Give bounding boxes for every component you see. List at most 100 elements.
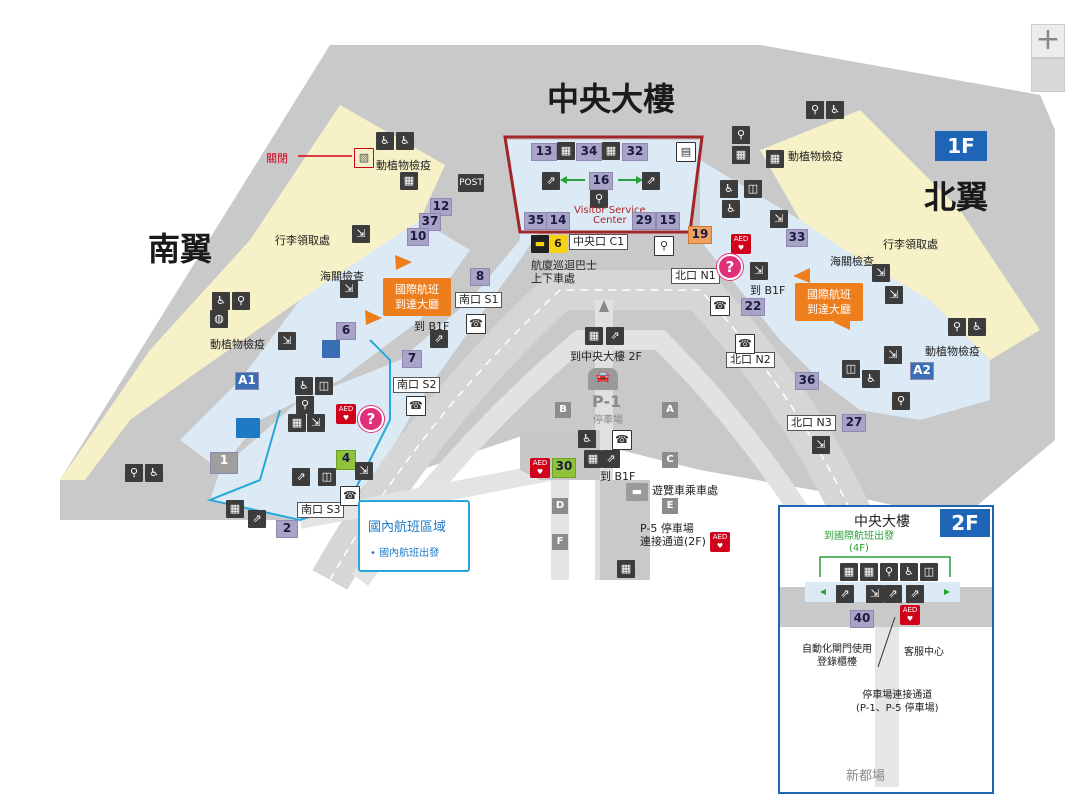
baggage-icon-north: ⇲ <box>770 210 788 228</box>
car-icon: 🚘 <box>588 368 618 390</box>
customs-icon: ⇲ <box>340 280 358 298</box>
restroom-icon-2: ⚲ <box>296 396 314 414</box>
baggage-icon: ⇲ <box>352 225 370 243</box>
accessible-icon-2: ♿ <box>295 377 313 395</box>
gate-6: 6 <box>336 322 356 340</box>
floor-2f-badge: 2F <box>940 509 990 537</box>
p1-label: P-1 <box>592 392 622 411</box>
inset-restroom-icon: ⚲ <box>880 563 898 581</box>
info-help-icon-north[interactable]: ? <box>717 254 743 280</box>
baggage-icon-north-2: ⇲ <box>872 264 890 282</box>
customer-service-center: 客服中心 <box>904 647 944 658</box>
aed-icon-p1: AED♥ <box>530 458 550 478</box>
restroom-icon-south: ⚲ <box>232 292 250 310</box>
p5-link-label: P-5 停車場 連接通道(2F) <box>640 522 706 548</box>
locker-icon: ▦ <box>400 172 418 190</box>
inset-elevator-icon: ◫ <box>920 563 938 581</box>
locker-icon-3: ▦ <box>226 500 244 518</box>
accessible-icon-north-5: ♿ <box>862 370 880 388</box>
to-b1f-central: 到 B1F <box>600 470 636 483</box>
restroom-icon-north-2: ⚲ <box>732 126 750 144</box>
accessible-icon-north-2: ♿ <box>720 180 738 198</box>
gate-14: 14 <box>546 212 570 230</box>
north-intl-arrival-hall: 國際航班 到達大廳 <box>795 283 863 321</box>
south-animal-quarantine-bottom: 動植物檢疫 <box>210 338 265 351</box>
locker-icon-p5: ▦ <box>617 560 635 578</box>
nursery-icon: ◍ <box>210 310 228 328</box>
central-building-title: 中央大樓 <box>547 80 676 118</box>
inset-escalator-icon-2: ⇗ <box>884 585 902 603</box>
zoom-in-button[interactable]: + <box>1031 24 1065 58</box>
gate-36: 36 <box>795 372 819 390</box>
info-counter-icon: ⚲ <box>590 190 608 208</box>
atm-icon: ▤ <box>676 142 696 162</box>
accessible-icon-3: ♿ <box>145 464 163 482</box>
customs-icon-north: ⇲ <box>885 286 903 304</box>
auto-gate-line1: 自動化閘門使用 <box>802 644 872 655</box>
exit-n3: 北口 N3 <box>787 415 836 431</box>
accessible-icon-p1: ♿ <box>578 430 596 448</box>
counter-icon-north: ⇲ <box>750 262 768 280</box>
visitor-service-center-label: Visitor Service Center <box>574 206 646 226</box>
gate-8: 8 <box>470 268 490 286</box>
locker-icon-road: ▦ <box>585 327 603 345</box>
parking-c: C <box>662 452 678 468</box>
p1-sub-label: 停車場 <box>593 415 623 426</box>
phone-icon: ☎ <box>466 314 486 334</box>
exit-s1: 南口 S1 <box>455 292 503 308</box>
inset-locker-icon: ▦ <box>840 563 858 581</box>
parking-a: A <box>662 402 678 418</box>
south-intl-arrival-hall: 國際航班 到達大廳 <box>383 278 451 316</box>
floor-1f-badge: 1F <box>935 131 987 161</box>
restroom-icon-3: ⚲ <box>125 464 143 482</box>
gate-35: 35 <box>524 212 548 230</box>
gate-34: 34 <box>576 143 602 161</box>
gate-16: 16 <box>589 172 613 190</box>
restroom-icon-north-4: ⚲ <box>892 392 910 410</box>
locker-icon-central-2: ▦ <box>602 142 620 160</box>
north-wing-title: 北翼 <box>924 178 989 216</box>
zoom-out-button[interactable] <box>1031 58 1065 92</box>
north-intl-arrival-line1: 國際航班 <box>807 288 851 301</box>
accessible-icon-north: ♿ <box>826 101 844 119</box>
parking-link-line2: (P-1、P-5 停車場) <box>856 703 939 714</box>
aed-icon-south: AED♥ <box>336 404 356 424</box>
accessible-restroom-icon: ♿ <box>396 132 414 150</box>
p5-line2: 連接通道(2F) <box>640 535 706 548</box>
vsc-line1: Visitor Service <box>574 205 646 216</box>
gate-22: 22 <box>741 298 765 316</box>
closed-label: 關閉 <box>266 152 288 165</box>
baggage-icon-north-3: ⇲ <box>812 436 830 454</box>
south-intl-arrival-line2: 到達大廳 <box>395 298 439 311</box>
north-customs: 海關檢查 <box>830 255 874 268</box>
phone-icon-north-2: ☎ <box>735 334 755 354</box>
tour-bus-label: 遊覽車乘車處 <box>652 484 718 497</box>
south-intl-arrival-line1: 國際航班 <box>395 283 439 296</box>
parking-link-line1: 停車場連接通道 <box>862 690 933 701</box>
info-help-icon-south[interactable]: ? <box>358 406 384 432</box>
elevator-icon: ◫ <box>315 377 333 395</box>
locker-icon-central: ▦ <box>557 142 575 160</box>
inset-counter-icon: ⇲ <box>866 585 884 603</box>
gate-10: 10 <box>407 228 429 246</box>
gate-2: 2 <box>276 520 298 538</box>
to-intl-departure: 到國際航班出發 (4F) <box>824 531 894 555</box>
closed-icon: ▧ <box>354 148 374 168</box>
locker-icon-2: ▦ <box>288 414 306 432</box>
accessible-icon: ♿ <box>212 292 230 310</box>
gate-4: 4 <box>336 450 356 470</box>
phone-icon-north: ☎ <box>710 296 730 316</box>
vsc-line2: Center <box>593 215 627 226</box>
gate-30: 30 <box>552 458 576 478</box>
quarantine-icon-north: ⇲ <box>884 346 902 364</box>
gate-13: 13 <box>531 143 557 161</box>
inset-bottom-label: 新都場 <box>846 769 886 784</box>
gate-27: 27 <box>842 414 866 432</box>
domestic-area-callout: 國內航班區域 • 國內航班出發 <box>358 500 470 572</box>
escalator-icon: ⇗ <box>430 330 448 348</box>
gate-37: 37 <box>419 213 441 231</box>
gate-1: 1 <box>210 452 238 474</box>
south-to-b1f: 到 B1F <box>414 320 450 333</box>
blue-zone-icon <box>322 340 340 358</box>
